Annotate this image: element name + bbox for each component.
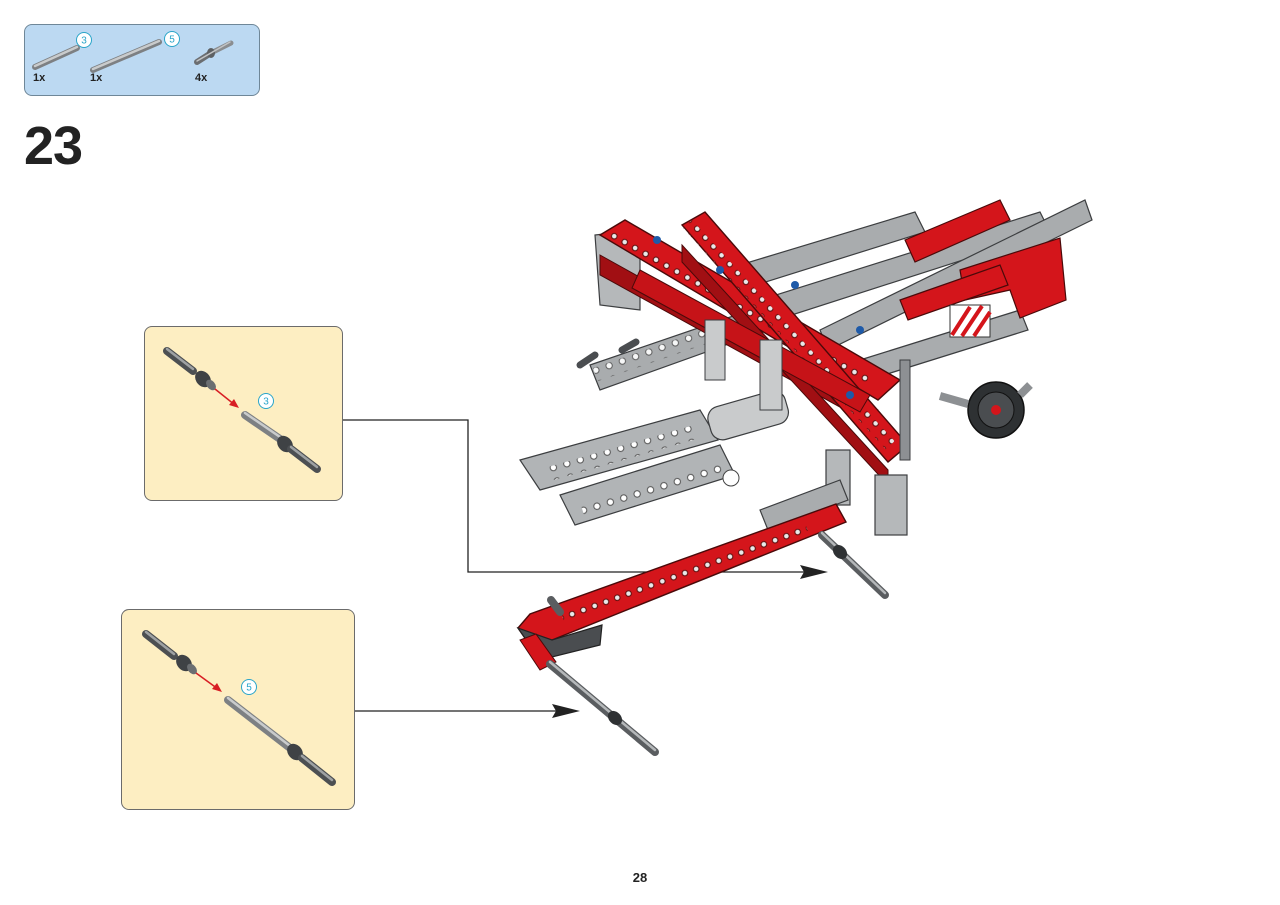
svg-text:5: 5 (169, 35, 175, 46)
lower-gray-beams (519, 390, 790, 526)
axle-5-subassembly-illustration: 5 (142, 630, 336, 786)
insert-arrow-icon (229, 399, 239, 408)
axle-pin-insert-upper (818, 531, 889, 599)
callout-size-badge-3: 3 (258, 393, 274, 409)
parts-list-box: 3 5 1x 1x 4x (24, 24, 260, 96)
parts-list-illustration: 3 5 (32, 31, 234, 73)
page-number: 28 (632, 870, 648, 885)
axle-5-part (90, 39, 162, 73)
axle-3-qty: 1x (33, 72, 46, 84)
axle-pin-qty: 4x (195, 72, 208, 84)
leader-arrowhead-axle-5-icon (552, 704, 580, 718)
axle-pin-insert-lower (546, 596, 659, 756)
insert-arrow-icon (212, 683, 222, 692)
step-number: 23 (24, 116, 83, 176)
size-badge-5: 5 (164, 31, 180, 47)
svg-text:5: 5 (246, 683, 252, 694)
long-red-beam (516, 479, 849, 671)
leader-line-axle-3 (343, 419, 818, 573)
size-badge-3: 3 (76, 32, 92, 48)
svg-text:3: 3 (263, 397, 269, 408)
axle-5-qty: 1x (90, 72, 103, 84)
callout-axle-5: 5 (121, 609, 355, 810)
right-red-frame (899, 199, 1067, 338)
axle-pin-part (194, 40, 234, 65)
main-red-beams (598, 211, 909, 487)
callout-size-badge-5: 5 (241, 679, 257, 695)
leader-arrowhead-axle-3-icon (800, 565, 828, 579)
svg-text:3: 3 (81, 36, 87, 47)
gear-icon (938, 381, 1033, 439)
axle-3-part (32, 45, 80, 70)
callout-axle-3: 3 (144, 326, 343, 501)
axle-3-subassembly-illustration: 3 (163, 347, 321, 473)
